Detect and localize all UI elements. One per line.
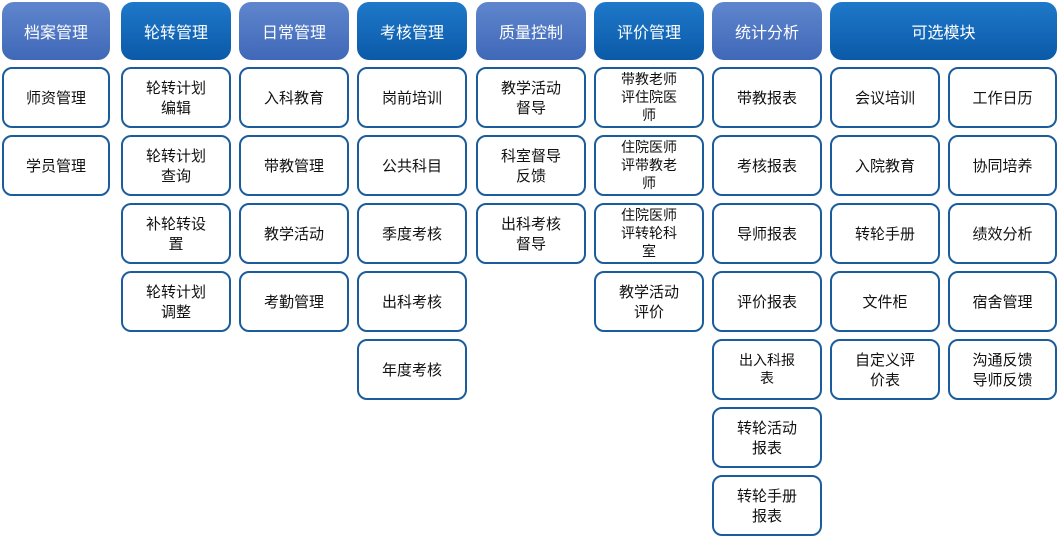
- optional-meeting-training[interactable]: 会议培训: [830, 67, 940, 128]
- category-header-optional[interactable]: 可选模块: [830, 2, 1057, 60]
- category-header-assessment[interactable]: 考核管理: [357, 2, 467, 60]
- module-rotation-supplement-setup[interactable]: 补轮转设 置: [121, 203, 231, 264]
- module-pre-job-training[interactable]: 岗前培训: [357, 67, 467, 128]
- optional-communication-mentor-feedback[interactable]: 沟通反馈 导师反馈: [948, 339, 1057, 400]
- module-teaching-management[interactable]: 带教管理: [239, 135, 349, 196]
- report-teaching[interactable]: 带教报表: [712, 67, 822, 128]
- module-teacher-profiles[interactable]: 师资管理: [2, 67, 110, 128]
- optional-collaborative-training[interactable]: 协同培养: [948, 135, 1057, 196]
- module-teacher-evaluates-resident[interactable]: 带教老师 评住院医 师: [594, 67, 704, 128]
- optional-work-calendar[interactable]: 工作日历: [948, 67, 1057, 128]
- module-exit-assessment-supervision[interactable]: 出科考核 督导: [476, 203, 586, 264]
- module-teaching-activity-supervision[interactable]: 教学活动 督导: [476, 67, 586, 128]
- report-department-entry-exit[interactable]: 出入科报 表: [712, 339, 822, 400]
- module-quarterly-assessment[interactable]: 季度考核: [357, 203, 467, 264]
- category-header-evaluation[interactable]: 评价管理: [594, 2, 704, 60]
- module-department-orientation[interactable]: 入科教育: [239, 67, 349, 128]
- module-attendance[interactable]: 考勤管理: [239, 271, 349, 332]
- report-assessment[interactable]: 考核报表: [712, 135, 822, 196]
- report-mentor[interactable]: 导师报表: [712, 203, 822, 264]
- category-header-archive[interactable]: 档案管理: [2, 2, 110, 60]
- category-header-statistics[interactable]: 统计分析: [712, 2, 822, 60]
- optional-custom-evaluation-form[interactable]: 自定义评 价表: [830, 339, 940, 400]
- module-resident-evaluates-department[interactable]: 住院医师 评转轮科 室: [594, 203, 704, 264]
- category-header-rotation[interactable]: 轮转管理: [121, 2, 231, 60]
- module-rotation-plan-edit[interactable]: 轮转计划 编辑: [121, 67, 231, 128]
- module-department-supervision-feedback[interactable]: 科室督导 反馈: [476, 135, 586, 196]
- module-rotation-plan-query[interactable]: 轮转计划 查询: [121, 135, 231, 196]
- report-rotation-handbook[interactable]: 转轮手册 报表: [712, 475, 822, 536]
- optional-rotation-handbook[interactable]: 转轮手册: [830, 203, 940, 264]
- module-resident-evaluates-teacher[interactable]: 住院医师 评带教老 师: [594, 135, 704, 196]
- module-teaching-activity-evaluation[interactable]: 教学活动 评价: [594, 271, 704, 332]
- report-evaluation[interactable]: 评价报表: [712, 271, 822, 332]
- optional-dormitory-management[interactable]: 宿舍管理: [948, 271, 1057, 332]
- module-rotation-plan-adjust[interactable]: 轮转计划 调整: [121, 271, 231, 332]
- module-annual-assessment[interactable]: 年度考核: [357, 339, 467, 400]
- report-rotation-activity[interactable]: 转轮活动 报表: [712, 407, 822, 468]
- module-student-profiles[interactable]: 学员管理: [2, 135, 110, 196]
- module-public-subjects[interactable]: 公共科目: [357, 135, 467, 196]
- module-exit-assessment[interactable]: 出科考核: [357, 271, 467, 332]
- category-header-daily[interactable]: 日常管理: [239, 2, 349, 60]
- optional-performance-analysis[interactable]: 绩效分析: [948, 203, 1057, 264]
- category-header-quality[interactable]: 质量控制: [476, 2, 586, 60]
- module-teaching-activities[interactable]: 教学活动: [239, 203, 349, 264]
- optional-file-cabinet[interactable]: 文件柜: [830, 271, 940, 332]
- optional-hospital-orientation[interactable]: 入院教育: [830, 135, 940, 196]
